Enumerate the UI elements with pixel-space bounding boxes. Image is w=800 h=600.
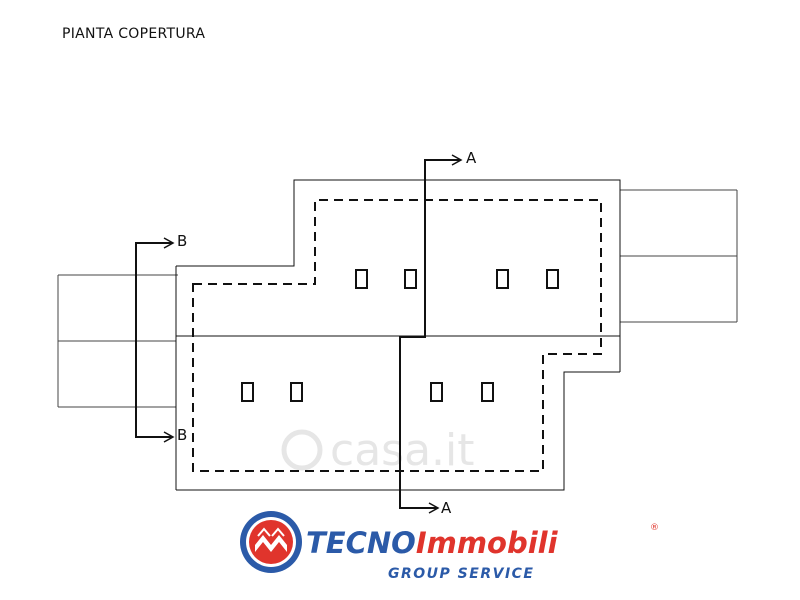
drawing-title: PIANTA COPERTURA — [62, 26, 206, 42]
right-adjacent-building — [620, 189, 738, 323]
skylight — [241, 382, 254, 402]
section-label-a-bottom: A — [441, 499, 452, 517]
left-adjacent-building — [57, 274, 178, 408]
watermark: casa.it — [281, 425, 475, 476]
skylights — [241, 269, 559, 402]
skylight — [430, 382, 443, 402]
logo-tagline: GROUP SERVICE — [388, 566, 534, 582]
watermark-house-icon — [281, 429, 323, 471]
skylight — [481, 382, 494, 402]
svg-text:TECNOImmobili: TECNOImmobili — [306, 526, 559, 560]
company-logo: TECNOImmobili ® GROUP SERVICE — [240, 511, 659, 582]
skylight — [290, 382, 303, 402]
skylight — [404, 269, 417, 289]
watermark-text: casa.it — [330, 425, 475, 476]
eaves-dashed-outline — [192, 199, 602, 472]
logo-emblem-icon — [240, 511, 302, 573]
section-label-b-top: B — [177, 232, 187, 250]
skylight — [496, 269, 509, 289]
building-outline — [175, 179, 621, 491]
section-label-a-top: A — [466, 149, 477, 167]
logo-name-part2: Immobili — [416, 526, 559, 560]
logo-registered-mark: ® — [650, 523, 659, 533]
section-label-b-bottom: B — [177, 426, 187, 444]
logo-name-part1: TECNO — [306, 526, 416, 560]
section-line-a — [399, 154, 463, 514]
skylight — [546, 269, 559, 289]
skylight — [355, 269, 368, 289]
section-line-b — [135, 237, 175, 443]
